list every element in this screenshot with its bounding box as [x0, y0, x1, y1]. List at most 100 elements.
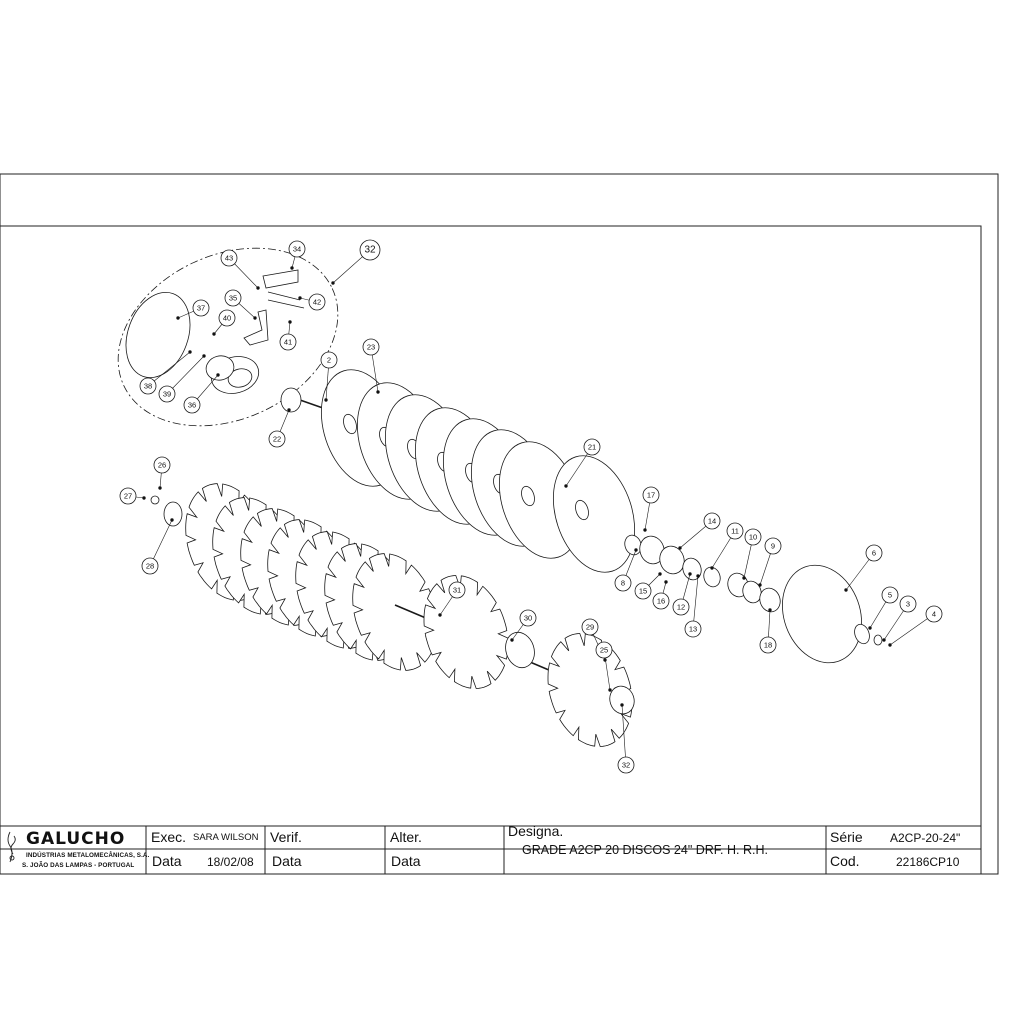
- bolts-41-42: [267, 291, 305, 309]
- callout-bubble-c11: [726, 522, 744, 540]
- designa-label: Designa.: [508, 823, 564, 839]
- callout-bubble-c15: [634, 582, 652, 600]
- leader-dot-c8: [634, 548, 638, 552]
- callout-bubble-c18: [759, 636, 777, 654]
- callout-bubble-c35: [224, 289, 242, 307]
- callout-label-c27: 27: [124, 492, 132, 501]
- callout-label-c2: 2: [327, 356, 331, 365]
- bearing-part-8: [759, 587, 781, 613]
- callout-label-c14: 14: [708, 517, 716, 526]
- bearing-part-2: [639, 535, 665, 565]
- leader-c38: [147, 351, 191, 387]
- callout-bubble-c26: [153, 456, 171, 474]
- leader-dot-c42: [298, 296, 302, 300]
- leader-dot-c28: [170, 518, 174, 522]
- callout-bubble-c21: [583, 438, 601, 456]
- callout-bubble-c23: [362, 338, 380, 356]
- callout-bubble-c32b: [617, 756, 635, 774]
- callout-label-c40: 40: [223, 314, 231, 323]
- alter-data-label: Data: [391, 853, 421, 869]
- arm-35: [243, 309, 269, 346]
- callout-bubble-c39: [158, 385, 176, 403]
- leader-dot-c30: [510, 638, 514, 642]
- leader-dot-c37: [176, 316, 180, 320]
- title-block: [0, 825, 981, 875]
- leader-dot-c18: [768, 608, 772, 612]
- callout-label-c9: 9: [771, 542, 775, 551]
- leader-dot-c32a: [331, 281, 335, 285]
- nut-3: [873, 634, 883, 646]
- callout-bubble-c9: [764, 537, 782, 555]
- callout-label-c43: 43: [225, 254, 233, 263]
- smooth-disc-8: [552, 455, 636, 573]
- leader-dot-c39: [202, 354, 206, 358]
- leader-dot-c12: [688, 572, 692, 576]
- callout-bubble-c31: [448, 581, 466, 599]
- leader-dot-c4: [888, 643, 892, 647]
- leader-c32b: [621, 704, 627, 766]
- data-value: 18/02/08: [207, 855, 254, 869]
- callout-label-c12: 12: [677, 603, 685, 612]
- leader-dot-c21: [564, 484, 568, 488]
- leader-dot-c3: [882, 638, 886, 642]
- callout-label-c3: 3: [906, 600, 910, 609]
- leader-dot-c9: [758, 583, 762, 587]
- callout-label-c17: 17: [647, 491, 655, 500]
- callout-label-c30: 30: [524, 614, 532, 623]
- callout-label-c31: 31: [453, 586, 461, 595]
- callout-label-c5: 5: [888, 591, 892, 600]
- callout-label-c41: 41: [284, 338, 292, 347]
- data-label: Data: [152, 853, 182, 869]
- leader-dot-c27: [142, 496, 146, 500]
- callout-label-c26: 26: [158, 461, 166, 470]
- callout-label-c25: 25: [600, 646, 608, 655]
- bearing-part-5: [703, 566, 721, 588]
- callout-bubble-c8: [614, 574, 632, 592]
- callout-bubble-c5: [881, 586, 899, 604]
- callout-label-c39: 39: [163, 390, 171, 399]
- callout-bubble-c22: [268, 430, 286, 448]
- callout-label-c4: 4: [932, 610, 936, 619]
- leader-c28: [149, 519, 173, 567]
- leader-dot-c5: [868, 626, 872, 630]
- flange-25: [609, 685, 635, 715]
- callout-label-c42: 42: [313, 298, 321, 307]
- callout-bubble-c6: [865, 544, 883, 562]
- callout-bubble-c4: [925, 605, 943, 623]
- notched-disc-7: [352, 553, 438, 671]
- leader-dot-c10: [742, 576, 746, 580]
- leader-dot-c34: [290, 266, 294, 270]
- callout-label-c18: 18: [764, 641, 772, 650]
- callout-label-c28: 28: [146, 562, 154, 571]
- callout-bubble-c3: [899, 595, 917, 613]
- leader-dot-c29: [603, 658, 607, 662]
- scraper-disc-37: [125, 291, 191, 379]
- leader-dot-c32b: [620, 703, 624, 707]
- callout-bubble-c2: [320, 351, 338, 369]
- callout-bubble-c12: [672, 598, 690, 616]
- callout-bubble-c14: [703, 512, 721, 530]
- callout-bubble-c10: [744, 528, 762, 546]
- serie-value: A2CP-20-24": [890, 831, 961, 845]
- callout-label-c8: 8: [621, 579, 625, 588]
- callout-label-c32b: 32: [622, 761, 630, 770]
- leader-dot-c13: [696, 574, 700, 578]
- nut-26: [150, 495, 160, 505]
- end-cap-5: [854, 623, 870, 645]
- verif-label: Verif.: [270, 829, 302, 845]
- callout-label-c6: 6: [872, 549, 876, 558]
- end-washer-22: [280, 387, 302, 413]
- leader-dot-c17: [643, 528, 647, 532]
- exec-value: SARA WILSON: [193, 832, 259, 843]
- callout-label-c37: 37: [197, 304, 205, 313]
- callout-label-c15: 15: [639, 587, 647, 596]
- detail-boundary: [117, 247, 339, 427]
- end-washer-28: [163, 501, 183, 527]
- bearing-part-4: [682, 557, 702, 581]
- callout-label-c11: 11: [731, 527, 739, 536]
- callout-bubble-c36: [183, 396, 201, 414]
- leader-dot-c15: [658, 572, 662, 576]
- callout-bubble-c28: [141, 557, 159, 575]
- callout-bubble-c16: [652, 592, 670, 610]
